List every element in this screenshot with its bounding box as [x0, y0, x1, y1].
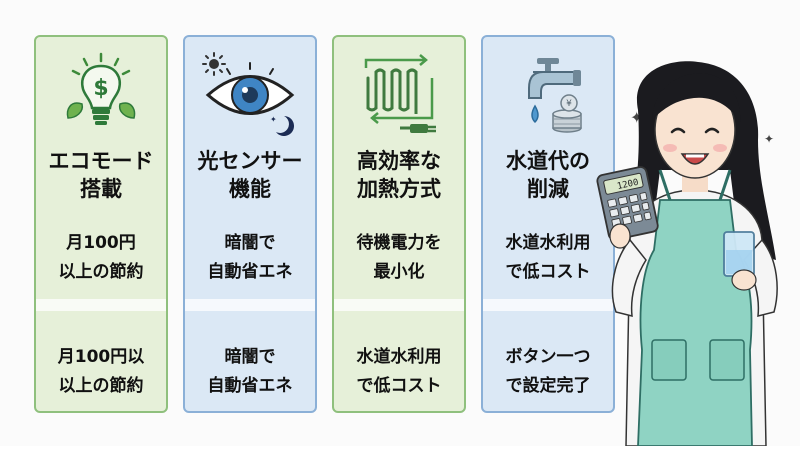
- card-title: エコモード 搭載: [48, 149, 154, 201]
- eye-sun-moon-icon: ✦: [185, 47, 315, 139]
- feature-card-efficient-heating: 高効率な 加熱方式 待機電力を 最小化 水道水利用 で低コスト: [332, 35, 466, 413]
- feature-card-eco-mode: $ エコモード 搭載 月100円 以上の節約 月100円以 以上の節約: [34, 35, 168, 413]
- card-benefit-primary: 月100円 以上の節約: [58, 233, 144, 282]
- card-divider: [36, 299, 166, 311]
- card-title: 光センサー 機能: [197, 149, 303, 201]
- card-benefit-primary: 暗闇で 自動省エネ: [207, 233, 293, 282]
- card-title: 高効率な 加熱方式: [357, 149, 441, 201]
- svg-text:✦: ✦: [270, 115, 277, 124]
- card-divider: [334, 299, 464, 311]
- feature-card-water-saving: ¥ 水道代の 削減 水道水利用 で低コスト ボタン一つ で設定完了: [481, 35, 615, 413]
- svg-text:$: $: [93, 76, 108, 101]
- card-benefit-secondary: 月100円以 以上の節約: [57, 347, 145, 396]
- svg-text:¥: ¥: [566, 99, 572, 109]
- woman-with-calculator-illustration: 1200: [590, 50, 800, 447]
- card-benefit-primary: 水道水利用 で低コスト: [505, 233, 591, 282]
- card-title: 水道代の 削減: [506, 149, 590, 201]
- sparkle-icon: ✦: [764, 132, 775, 146]
- card-benefit-secondary: ボタン一つ で設定完了: [505, 347, 591, 396]
- calculator-display: 1200: [616, 178, 639, 192]
- heating-coil-plug-icon: [334, 47, 464, 139]
- card-divider: [185, 299, 315, 311]
- feature-card-light-sensor: ✦ 光センサー 機能 暗闇で 自動省エネ 暗闇で 自動省エネ: [183, 35, 317, 413]
- card-benefit-secondary: 暗闇で 自動省エネ: [207, 347, 293, 396]
- lightbulb-dollar-icon: $: [36, 47, 166, 139]
- card-divider: [483, 299, 613, 311]
- card-benefit-primary: 待機電力を 最小化: [356, 233, 442, 282]
- card-benefit-secondary: 水道水利用 で低コスト: [356, 347, 442, 396]
- faucet-coins-icon: ¥: [483, 47, 613, 139]
